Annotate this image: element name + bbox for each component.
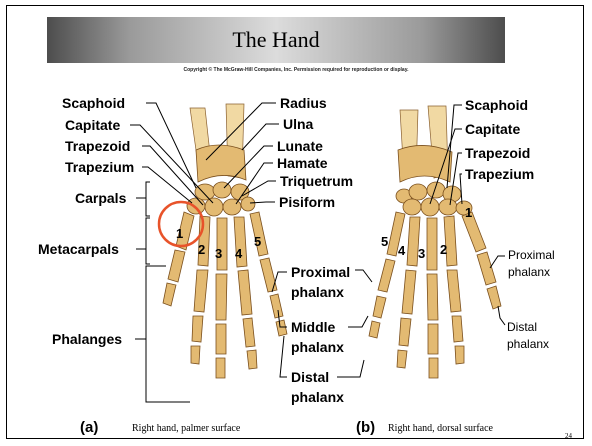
leader-line	[280, 336, 287, 377]
digit-number: 5	[381, 234, 388, 249]
left-proximal-3	[216, 274, 227, 320]
right-distal-3	[429, 358, 438, 378]
label-ulna: Ulna	[283, 116, 314, 132]
label-distal-phalanx-right: Distal	[507, 320, 537, 334]
leader-line	[460, 174, 462, 204]
label-trapezoid-right: Trapezoid	[465, 145, 530, 161]
left-carpal	[213, 182, 231, 198]
right-distal-5	[369, 321, 380, 338]
label-capitate-right: Capitate	[465, 121, 520, 137]
right-proximal-2	[447, 270, 461, 312]
left-hand-illustration	[159, 104, 287, 378]
left-thumb-distal	[163, 283, 176, 306]
bracket-carpals	[146, 182, 150, 216]
label-lunate: Lunate	[277, 138, 323, 154]
right-distal-4	[397, 350, 407, 368]
label-proximal-phalanx: phalanx	[291, 284, 344, 300]
leader-line	[242, 124, 279, 150]
label-distal-phalanx: Distal	[291, 369, 329, 385]
label-phalanges: Phalanges	[52, 331, 122, 347]
left-carpal	[205, 198, 223, 216]
left-forearm-ends	[196, 145, 246, 182]
right-thumb-proximal	[477, 252, 496, 285]
label-pisiform: Pisiform	[279, 194, 335, 210]
left-distal-4	[247, 350, 257, 369]
left-carpal	[241, 197, 255, 211]
left-metacarpal-3	[217, 218, 227, 270]
digit-number: 2	[198, 242, 205, 257]
leader-line	[490, 256, 505, 268]
label-proximal-phalanx: Proximal	[291, 264, 350, 280]
label-capitate: Capitate	[65, 117, 120, 133]
digit-number: 1	[465, 205, 472, 220]
left-thumb-proximal	[168, 250, 185, 282]
label-distal-phalanx: phalanx	[291, 389, 344, 405]
left-proximal-5	[260, 258, 277, 292]
label-trapezoid: Trapezoid	[65, 138, 130, 154]
digit-number: 3	[418, 246, 425, 261]
digit-number: 5	[254, 234, 261, 249]
leader-line	[142, 146, 203, 205]
caption-a-letter: (a)	[80, 419, 98, 436]
leader-line	[337, 360, 364, 377]
label-scaphoid-right: Scaphoid	[465, 97, 528, 113]
label-carpals: Carpals	[75, 190, 127, 206]
digit-number: 2	[440, 242, 447, 257]
right-distal-2	[455, 346, 464, 364]
digit-number: 4	[235, 246, 243, 261]
label-proximal-phalanx-right: Proximal	[508, 248, 555, 262]
label-trapezium-right: Trapezium	[465, 166, 534, 182]
right-metacarpal-3	[427, 218, 437, 270]
leader-line	[348, 316, 368, 327]
label-radius: Radius	[280, 95, 327, 111]
caption-b-text: Right hand, dorsal surface	[388, 423, 494, 434]
caption-a-text: Right hand, palmer surface	[132, 423, 241, 434]
leader-line	[498, 306, 505, 325]
right-middle-2	[452, 316, 463, 342]
left-proximal-4	[238, 270, 252, 315]
digit-number: 1	[176, 226, 183, 241]
digit-number: 4	[398, 243, 406, 258]
leader-line	[355, 270, 372, 282]
left-proximal-2	[194, 270, 208, 312]
right-proximal-5	[378, 259, 395, 292]
right-carpal	[427, 182, 445, 198]
left-middle-5	[270, 294, 283, 318]
right-middle-4	[399, 318, 411, 346]
right-thumb-distal	[487, 286, 501, 309]
slide-number: 24	[565, 432, 573, 440]
label-middle-phalanx: Middle	[291, 319, 336, 335]
label-triquetrum: Triquetrum	[280, 173, 353, 189]
right-proximal-4	[402, 270, 416, 314]
left-distal-2	[191, 346, 200, 364]
caption-b-letter: (b)	[356, 419, 375, 436]
right-proximal-3	[427, 274, 438, 320]
right-carpal	[403, 199, 421, 215]
label-distal-phalanx-right: phalanx	[507, 337, 549, 351]
right-carpal	[409, 184, 427, 200]
left-distal-3	[216, 358, 225, 378]
label-trapezium: Trapezium	[65, 159, 134, 175]
left-middle-2	[192, 316, 203, 342]
left-distal-5	[276, 320, 287, 336]
right-metacarpal-2	[444, 216, 457, 266]
label-middle-phalanx: phalanx	[291, 339, 344, 355]
left-carpal	[187, 198, 205, 214]
right-middle-5	[373, 296, 386, 318]
label-scaphoid: Scaphoid	[62, 95, 125, 111]
leader-line	[146, 103, 196, 188]
label-hamate: Hamate	[277, 155, 328, 171]
left-middle-4	[243, 318, 255, 347]
label-proximal-phalanx-right: phalanx	[508, 265, 550, 279]
right-middle-3	[428, 324, 438, 354]
bracket-metacarpals	[146, 218, 150, 264]
label-metacarpals: Metacarpals	[38, 241, 119, 257]
right-carpal	[421, 198, 439, 216]
digit-number: 3	[215, 246, 222, 261]
left-middle-3	[216, 324, 226, 354]
right-carpal	[439, 199, 457, 215]
